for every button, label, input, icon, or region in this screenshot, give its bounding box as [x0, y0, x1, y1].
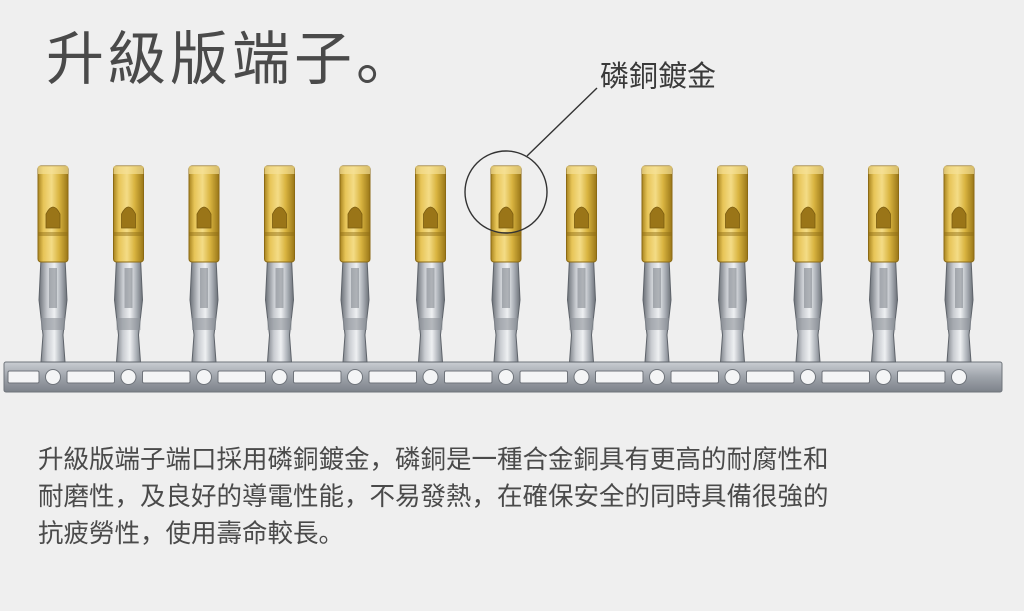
rail-slot-hole — [217, 370, 266, 384]
rail-round-hole — [498, 369, 514, 385]
callout-label: 磷銅鍍金 — [600, 59, 717, 93]
terminal-strip-illustration — [3, 87, 1003, 393]
rail-slot-hole — [897, 370, 946, 384]
rail-holes — [7, 369, 967, 385]
rail-slot-hole — [368, 370, 417, 384]
rail-slot-hole — [66, 370, 115, 384]
rail-slot-hole — [821, 370, 870, 384]
terminal — [415, 165, 446, 363]
rail-slot-hole — [444, 370, 493, 384]
terminal — [37, 165, 69, 363]
description-line-3: 抗疲勞性，使用壽命較長。 — [38, 519, 345, 549]
terminal — [792, 165, 824, 363]
rail-round-hole — [120, 369, 137, 385]
callout-leader-line — [526, 87, 598, 157]
terminal — [339, 165, 371, 363]
terminal — [641, 165, 673, 363]
rail-slot-hole — [142, 370, 191, 384]
terminal — [943, 165, 975, 363]
callout-circle — [464, 150, 548, 234]
rail-slot-hole — [670, 370, 719, 384]
rail-round-hole — [800, 369, 816, 385]
terminal — [113, 165, 144, 363]
rail-round-hole — [573, 369, 590, 385]
rail-round-hole — [347, 369, 363, 385]
rail-round-hole — [196, 369, 212, 385]
page-title: 升級版端子。 — [46, 25, 419, 93]
terminal — [188, 165, 220, 363]
terminal — [264, 165, 295, 363]
terminal — [717, 165, 748, 363]
rail-slot-hole — [519, 370, 568, 384]
terminal — [868, 165, 899, 363]
rail-slot-hole — [746, 370, 795, 384]
rail-slot-hole — [595, 370, 644, 384]
rail-round-hole — [422, 369, 439, 385]
rail-round-hole — [951, 369, 967, 385]
rail-round-hole — [45, 369, 61, 385]
terminal — [490, 165, 522, 363]
description-line-2: 耐磨性，及良好的導電性能，不易發熱，在確保安全的同時具備很強的 — [38, 482, 829, 512]
description-line-1: 升級版端子端口採用磷銅鍍金，磷銅是一種合金銅具有更高的耐腐性和 — [38, 445, 829, 475]
rail-slot-hole — [293, 370, 342, 384]
rail-round-hole — [724, 369, 741, 385]
terminals — [37, 165, 975, 363]
description-paragraph: 升級版端子端口採用磷銅鍍金，磷銅是一種合金銅具有更高的耐腐性和 耐磨性，及良好的… — [38, 442, 998, 553]
rail-round-hole — [271, 369, 288, 385]
terminal — [566, 165, 597, 363]
rail-slot-hole — [7, 370, 40, 384]
rail-round-hole — [875, 369, 892, 385]
rail-round-hole — [649, 369, 665, 385]
